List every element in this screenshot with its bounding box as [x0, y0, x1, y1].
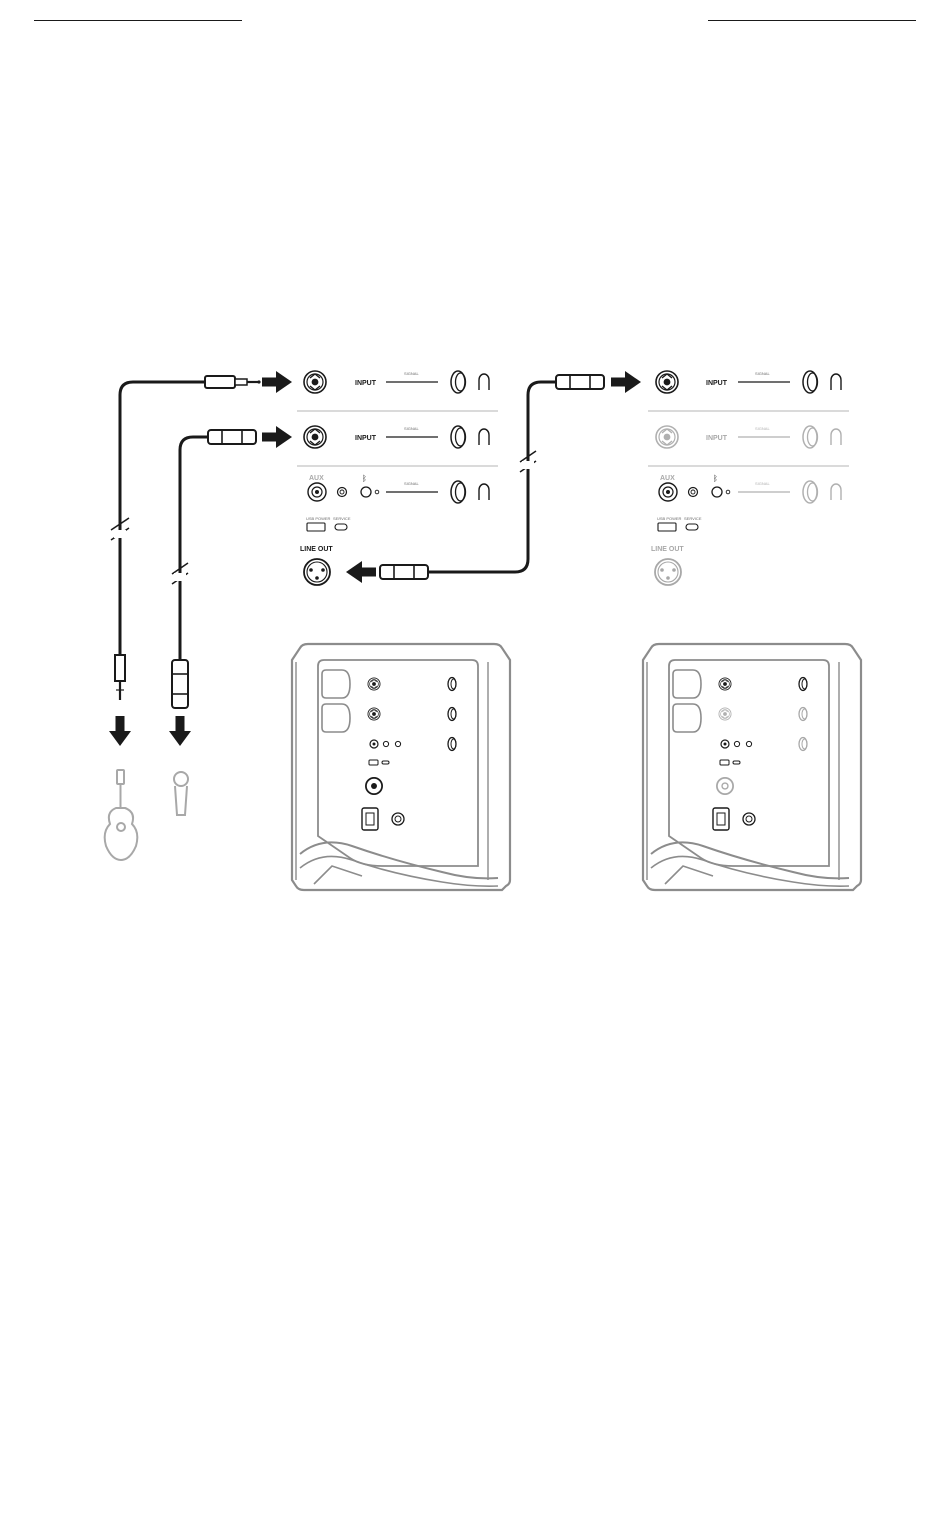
left-input2-label: INPUT	[355, 435, 377, 442]
right-usb-port[interactable]	[658, 523, 676, 531]
right-input2-label: INPUT	[706, 435, 728, 442]
right-service-label: SERVICE	[684, 516, 702, 521]
right-signal2-label: SIGNAL	[755, 426, 770, 431]
microphone-icon	[174, 772, 188, 815]
left-service-port[interactable]	[335, 524, 347, 530]
bluetooth-icon: ᛒ	[713, 474, 718, 483]
guitar-icon	[105, 770, 138, 860]
left-input1-label: INPUT	[355, 380, 377, 387]
speaker-icon	[292, 644, 510, 890]
arrow-icon	[346, 561, 376, 583]
right-input1-label: INPUT	[706, 380, 728, 387]
right-input2-jack[interactable]	[656, 426, 678, 448]
arrow-icon	[169, 716, 191, 746]
right-aux-knob[interactable]	[803, 481, 841, 503]
right-aux-label: AUX	[660, 475, 675, 482]
left-input1-knob[interactable]	[451, 371, 489, 393]
arrow-icon	[611, 371, 641, 393]
right-line-out-jack[interactable]	[655, 559, 681, 585]
right-signal3-label: SIGNAL	[755, 481, 770, 486]
right-bluetooth-button[interactable]	[712, 487, 722, 497]
guitar-cable	[111, 376, 261, 700]
left-usb-port[interactable]	[307, 523, 325, 531]
left-aux-label: AUX	[309, 475, 324, 482]
left-aux-knob[interactable]	[451, 481, 489, 503]
left-line-out-label: LINE OUT	[300, 546, 333, 553]
left-signal2-label: SIGNAL	[404, 426, 419, 431]
left-usb-label: USB POWER	[306, 516, 331, 521]
right-service-port[interactable]	[686, 524, 698, 530]
right-signal1-label: SIGNAL	[755, 371, 770, 376]
left-input2-jack[interactable]	[304, 426, 326, 448]
left-signal3-label: SIGNAL	[404, 481, 419, 486]
arrow-icon	[109, 716, 131, 746]
right-input1-knob[interactable]	[803, 371, 841, 393]
right-line-out-label: LINE OUT	[651, 546, 684, 553]
right-usb-label: USB POWER	[657, 516, 682, 521]
right-input1-jack[interactable]	[656, 371, 678, 393]
left-input2-knob[interactable]	[451, 426, 489, 448]
left-service-label: SERVICE	[333, 516, 351, 521]
left-input1-jack[interactable]	[304, 371, 326, 393]
arrow-icon	[262, 426, 292, 448]
left-control-panel: INPUT SIGNAL INPUT SIGNAL AUX ᛒ SIGNAL U…	[297, 371, 498, 585]
left-signal1-label: SIGNAL	[404, 371, 419, 376]
arrow-icon	[262, 371, 292, 393]
link-cable	[380, 375, 604, 579]
left-bluetooth-button[interactable]	[361, 487, 371, 497]
bluetooth-icon: ᛒ	[362, 474, 367, 483]
right-control-panel: INPUT SIGNAL INPUT SIGNAL AUX ᛒ SIGNAL U…	[648, 371, 849, 585]
left-line-out-jack[interactable]	[304, 559, 330, 585]
right-input2-knob[interactable]	[803, 426, 841, 448]
microphone-cable	[172, 430, 256, 708]
speaker-icon	[643, 644, 861, 890]
